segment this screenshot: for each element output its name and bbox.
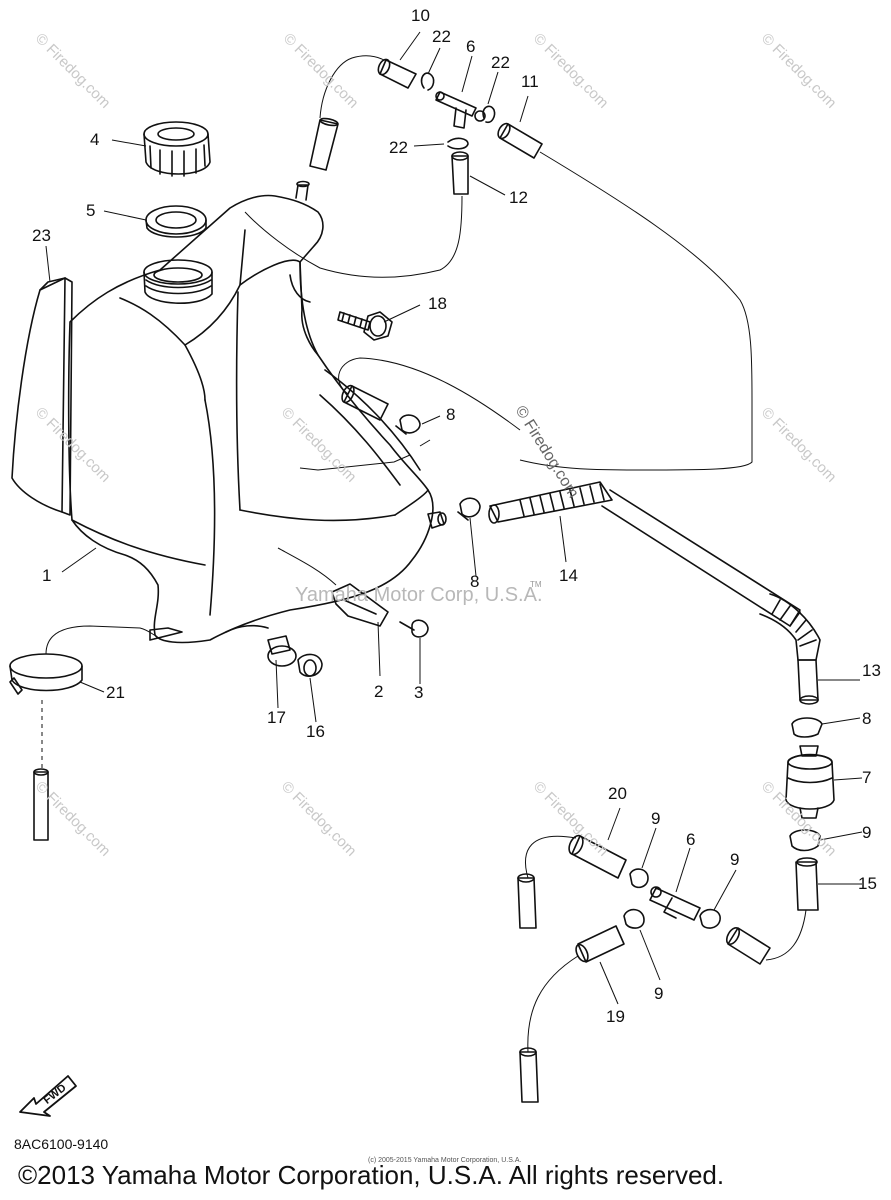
hose-20 <box>568 834 627 879</box>
hose-lower-right <box>725 927 771 965</box>
callout-20: 20 <box>608 784 627 803</box>
band-21 <box>9 653 83 695</box>
fwd-arrow-icon: FWD <box>19 1075 77 1117</box>
clamp-9a <box>629 868 649 889</box>
callout-16: 16 <box>306 722 325 741</box>
grommet-17 <box>267 635 297 667</box>
callout-9: 9 <box>651 809 661 828</box>
tee-6b <box>649 886 701 921</box>
tank-shroud-23 <box>11 277 73 516</box>
clamp-9b <box>623 908 645 929</box>
fuel-filter-7 <box>785 745 835 819</box>
collar-16 <box>297 653 323 677</box>
watermark-center: Yamaha Motor Corp, U.S.A. <box>295 584 543 606</box>
callout-23: 23 <box>32 226 51 245</box>
callout-22: 22 <box>491 53 510 72</box>
vent-hose-12 <box>451 151 469 195</box>
cap-gasket <box>145 205 207 238</box>
clamp-9d <box>789 829 821 852</box>
callout-3: 3 <box>414 683 424 702</box>
clip-22c <box>447 137 469 150</box>
routing-lines <box>41 55 807 1053</box>
callout-21: 21 <box>106 683 125 702</box>
clamp-8b <box>457 497 481 521</box>
fuel-hose-14 <box>488 481 821 661</box>
clip-22b <box>474 105 496 124</box>
callout-8: 8 <box>470 572 480 591</box>
tank-outlet-nipple <box>427 511 447 529</box>
filler-neck <box>143 259 213 304</box>
diagram-code: 8AC6100-9140 <box>14 1136 109 1152</box>
leader-lines <box>45 31 863 1005</box>
hose-bottom <box>519 1047 539 1103</box>
bolt-18 <box>337 311 393 341</box>
callout-13: 13 <box>862 661 881 680</box>
tank-vent-nipple <box>295 180 310 201</box>
callout-10: 10 <box>411 6 430 25</box>
callout-6: 6 <box>466 37 476 56</box>
fuel-tank <box>67 194 434 644</box>
fuel-hose-13 <box>797 659 819 705</box>
drain-hose <box>33 768 49 841</box>
callout-5: 5 <box>86 201 96 220</box>
callout-19: 19 <box>606 1007 625 1026</box>
clamp-8c <box>791 717 823 738</box>
callout-18: 18 <box>428 294 447 313</box>
hose-upper-middle <box>341 384 389 421</box>
vent-hose-11 <box>497 122 543 159</box>
screw-3 <box>399 619 429 638</box>
callout-6: 6 <box>686 830 696 849</box>
clamp-9c <box>699 908 721 929</box>
tiny-notice: (c) 2005-2015 Yamaha Motor Corporation, … <box>368 1157 522 1164</box>
callout-22: 22 <box>389 138 408 157</box>
vent-tee-6a <box>435 91 477 129</box>
fuel-hose-15 <box>795 857 819 911</box>
clamp-8a <box>395 414 421 435</box>
clip-22a <box>420 72 435 91</box>
callout-9: 9 <box>654 984 664 1003</box>
copyright-notice: ©2013 Yamaha Motor Corporation, U.S.A. A… <box>18 1160 725 1190</box>
callout-17: 17 <box>267 708 286 727</box>
callout-9: 9 <box>730 850 740 869</box>
callout-4: 4 <box>90 130 100 149</box>
callout-22: 22 <box>432 27 451 46</box>
callout-14: 14 <box>559 566 578 585</box>
fuel-cap <box>143 121 211 177</box>
callout-8: 8 <box>446 405 456 424</box>
vent-hose-upper-left <box>309 117 339 171</box>
vent-hose-10 <box>377 58 417 89</box>
callout-15: 15 <box>858 874 877 893</box>
watermark-tm: TM <box>530 580 542 589</box>
callout-1: 1 <box>42 566 52 585</box>
hose-19 <box>575 925 625 963</box>
bracket-2 <box>331 583 389 627</box>
callout-11: 11 <box>521 72 539 91</box>
callout-9: 9 <box>862 823 872 842</box>
callout-12: 12 <box>509 188 528 207</box>
callout-7: 7 <box>862 768 872 787</box>
callout-2: 2 <box>374 682 384 701</box>
hose-left-lower <box>517 873 537 929</box>
callout-8: 8 <box>862 709 872 728</box>
